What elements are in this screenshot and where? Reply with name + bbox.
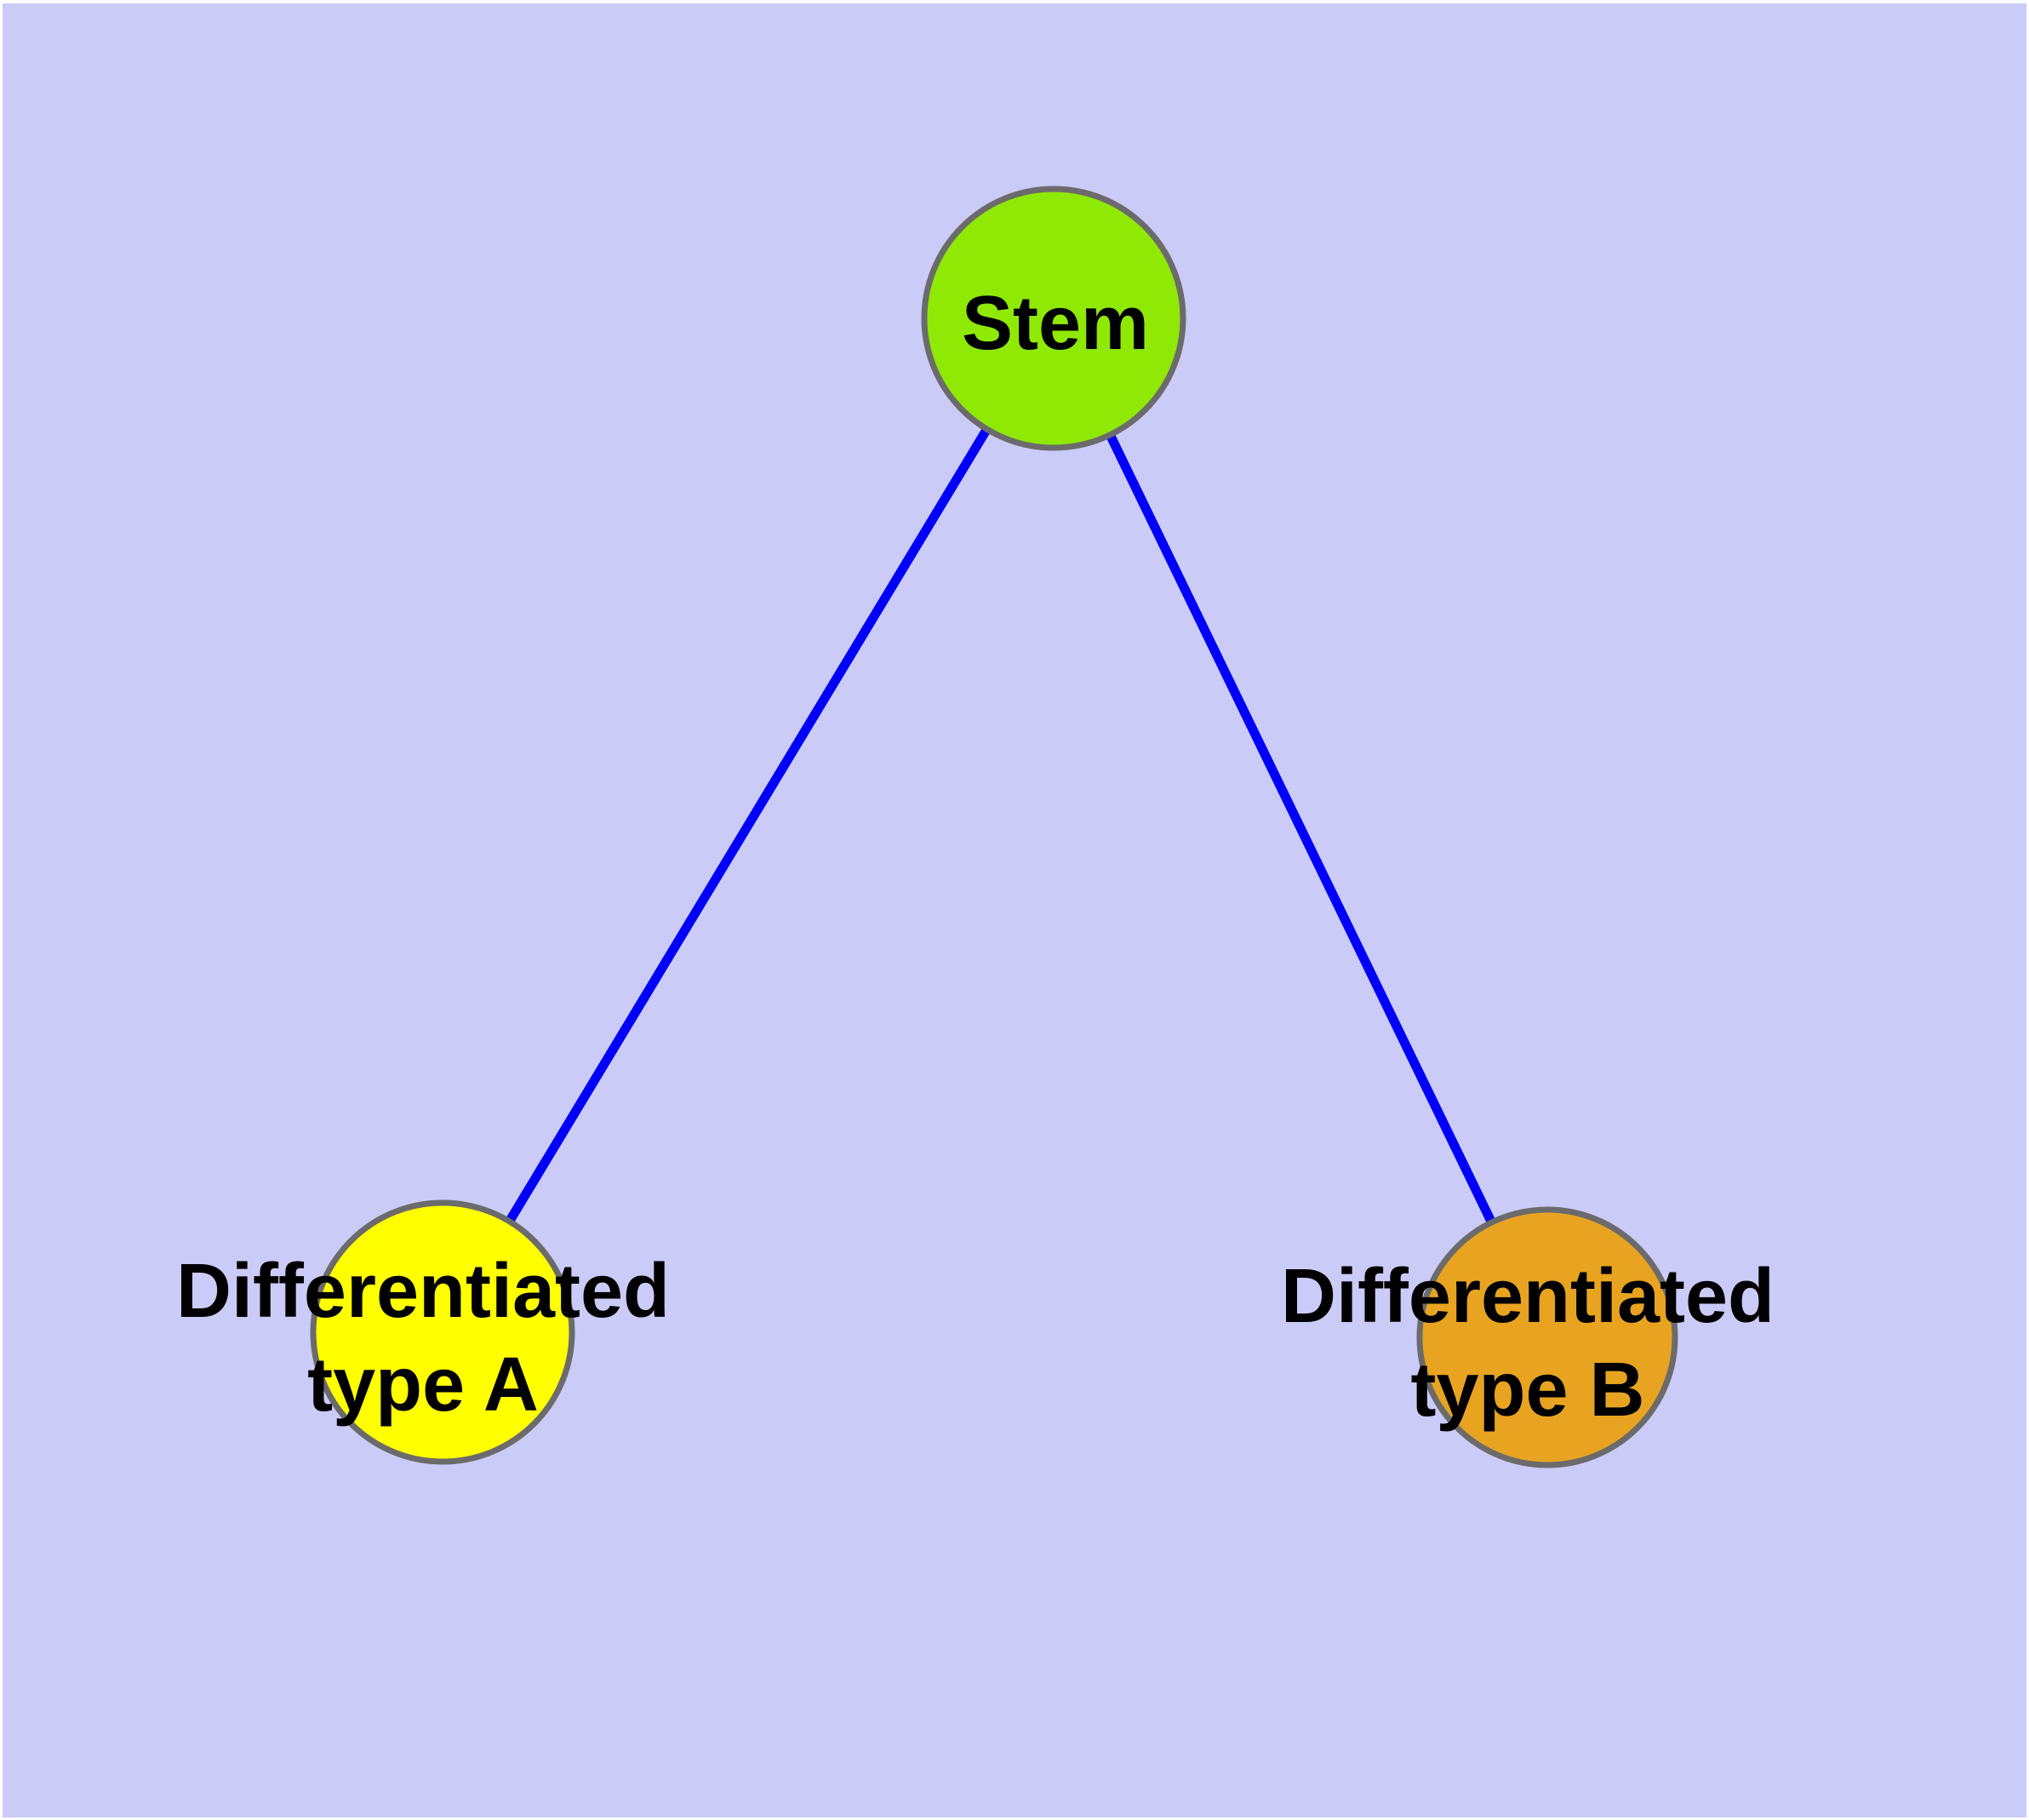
node-differentiated-type-b [1416,1206,1678,1468]
node-type-b-label-line2: type B [1410,1348,1644,1433]
node-differentiated-type-a [310,1199,575,1465]
edge-stem-to-type-a [438,316,1058,1335]
edge-stem-to-type-b [1049,316,1552,1340]
node-type-a-label-line1: Differentiated [176,1249,670,1334]
node-type-b-label-line1: Differentiated [1281,1254,1775,1339]
node-type-a-label-line2: type A [307,1342,539,1428]
node-stem [921,186,1186,451]
node-stem-label: Stem [962,281,1149,366]
